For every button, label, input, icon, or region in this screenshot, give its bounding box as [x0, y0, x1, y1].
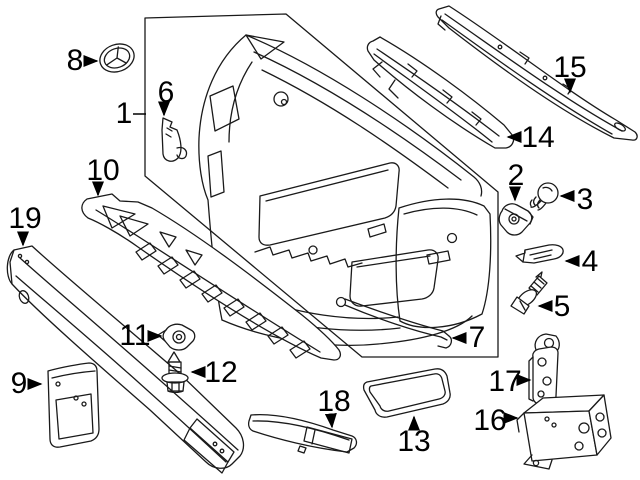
part-clip-nut — [498, 203, 534, 236]
part-impact-bar — [6, 245, 245, 474]
part-grommet — [529, 182, 559, 211]
callout-7: 7 — [451, 321, 486, 354]
part-energy-absorber — [366, 36, 515, 149]
callout-8: 8 — [67, 44, 99, 77]
callout-13: 13 — [397, 415, 431, 458]
callout-4: 4 — [564, 245, 599, 278]
callout-11: 11 — [119, 319, 163, 352]
callout-1: 1 — [116, 97, 146, 130]
part-bumper-cover — [198, 34, 492, 346]
callouts: 1 2 3 4 5 6 7 8 — [8, 44, 598, 458]
part-number-13: 13 — [397, 425, 430, 458]
part-crash-box — [516, 394, 612, 470]
part-number-15: 15 — [553, 51, 586, 84]
part-number-2: 2 — [508, 159, 525, 192]
callout-18: 18 — [317, 385, 351, 429]
part-retainer-clip — [157, 323, 196, 351]
callout-16: 16 — [473, 404, 519, 437]
part-bolt — [510, 271, 548, 315]
part-number-12: 12 — [204, 356, 237, 389]
part-number-3: 3 — [577, 183, 594, 216]
part-side-bracket — [528, 333, 560, 405]
callout-3: 3 — [559, 183, 594, 216]
part-number-10: 10 — [86, 154, 119, 187]
part-number-16: 16 — [473, 404, 506, 437]
part-bumper-box-frame — [144, 13, 499, 358]
part-number-11: 11 — [119, 319, 150, 352]
part-number-17: 17 — [488, 365, 521, 398]
part-screw — [161, 351, 189, 393]
part-number-19: 19 — [8, 202, 41, 235]
part-number-5: 5 — [554, 290, 571, 323]
part-number-8: 8 — [67, 44, 84, 77]
part-number-18: 18 — [317, 385, 350, 418]
callout-10: 10 — [86, 154, 120, 197]
mercedes-star-emblem — [99, 43, 135, 73]
part-number-9: 9 — [11, 367, 28, 400]
part-number-14: 14 — [521, 121, 554, 154]
part-support-bracket — [515, 244, 564, 264]
callout-14: 14 — [506, 121, 555, 154]
callout-19: 19 — [8, 202, 42, 247]
callout-17: 17 — [488, 365, 532, 398]
part-lower-trim-strip — [335, 296, 453, 349]
part-upper-tie-bar — [435, 5, 638, 141]
callout-12: 12 — [190, 356, 238, 389]
callout-5: 5 — [537, 290, 571, 323]
callout-9: 9 — [11, 367, 43, 400]
part-license-bracket — [47, 362, 100, 448]
callout-6: 6 — [158, 76, 175, 117]
part-number-7: 7 — [469, 321, 486, 354]
part-underbody-shield — [81, 193, 341, 361]
part-molding-strip — [247, 414, 358, 454]
callout-2: 2 — [508, 159, 525, 202]
part-number-6: 6 — [158, 76, 175, 109]
part-number-4: 4 — [582, 245, 599, 278]
part-mesh-grille — [362, 368, 451, 418]
part-number-1: 1 — [116, 97, 133, 130]
part-hook-bracket — [161, 117, 188, 162]
callout-15: 15 — [553, 51, 587, 94]
